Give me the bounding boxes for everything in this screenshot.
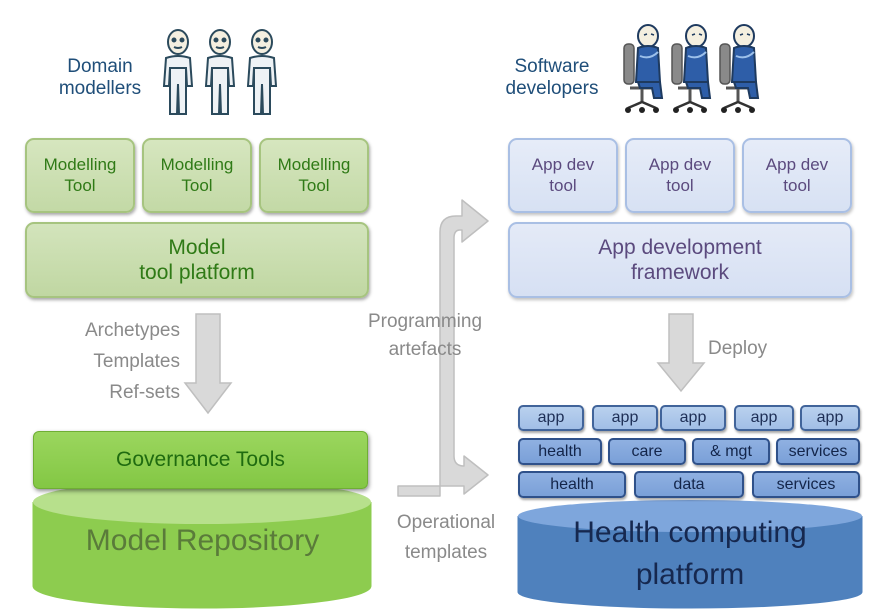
domain-modellers-label: Domain modellers (58, 56, 142, 99)
app-box-1-label: app (537, 409, 565, 427)
app-dev-tool-1-label: App dev tool (531, 155, 595, 195)
health-data-box-data: data (634, 471, 744, 498)
software-developers-icon (623, 23, 760, 115)
operational-templates-label: Operational templates (396, 512, 496, 563)
app-dev-tool-3-label: App dev tool (765, 155, 829, 195)
health-computing-platform-cylinder (517, 500, 863, 609)
software-developers-label: Software developers (505, 56, 599, 99)
app-box-5: app (800, 405, 860, 431)
governance-tools: Governance Tools (33, 431, 368, 489)
archetypes-templates-refsets-label: Archetypes Templates Ref-sets (84, 320, 180, 403)
care-mgt-box-services-label: services (788, 442, 848, 460)
care-mgt-box-health: health (518, 438, 602, 465)
app-box-4-label: app (750, 409, 778, 427)
app-dev-tool-1: App dev tool (508, 138, 618, 213)
health-data-box-data-label: data (673, 475, 705, 493)
modelling-tool-2-label: Modelling Tool (160, 155, 234, 195)
artefacts-fork-arrow-icon (397, 199, 489, 497)
health-computing-platform-label: Health computing platform (573, 516, 807, 591)
app-box-2: app (592, 405, 658, 431)
app-dev-tool-2-label: App dev tool (648, 155, 712, 195)
care-mgt-box-health-label: health (538, 442, 582, 460)
modelling-tool-3: Modelling Tool (259, 138, 369, 213)
health-data-box-health: health (518, 471, 626, 498)
model-repository-cylinder (32, 480, 372, 609)
model-repository-label: Model Repository (85, 524, 320, 557)
app-box-2-label: app (611, 409, 639, 427)
governance-tools-label: Governance Tools (116, 448, 285, 472)
left-down-arrow-icon (183, 313, 233, 415)
model-tool-platform: Model tool platform (25, 222, 369, 298)
deploy-down-arrow-icon (656, 313, 706, 393)
health-data-box-services: services (752, 471, 860, 498)
app-dev-tool-3: App dev tool (742, 138, 852, 213)
health-data-box-health-label: health (550, 475, 594, 493)
care-mgt-box-services: services (776, 438, 860, 465)
programming-artefacts-label: Programming artefacts (367, 311, 483, 360)
care-mgt-box-mgt-label: & mgt (710, 442, 752, 460)
modelling-tool-3-label: Modelling Tool (277, 155, 351, 195)
app-dev-tool-2: App dev tool (625, 138, 735, 213)
app-box-1: app (518, 405, 584, 431)
app-development-framework-label: App development framework (598, 235, 762, 284)
app-development-framework: App development framework (508, 222, 852, 298)
care-mgt-box-care-label: care (631, 442, 663, 460)
app-box-3-label: app (679, 409, 707, 427)
health-data-box-services-label: services (776, 475, 836, 493)
modelling-tool-2: Modelling Tool (142, 138, 252, 213)
modelling-tool-1-label: Modelling Tool (43, 155, 117, 195)
model-tool-platform-label: Model tool platform (139, 235, 255, 284)
app-box-5-label: app (816, 409, 844, 427)
app-box-4: app (734, 405, 794, 431)
modelling-tool-1: Modelling Tool (25, 138, 135, 213)
domain-modellers-icon (162, 29, 277, 115)
care-mgt-box-mgt: & mgt (692, 438, 770, 465)
app-box-3: app (660, 405, 726, 431)
deploy-label: Deploy (708, 338, 768, 359)
care-mgt-box-care: care (608, 438, 686, 465)
